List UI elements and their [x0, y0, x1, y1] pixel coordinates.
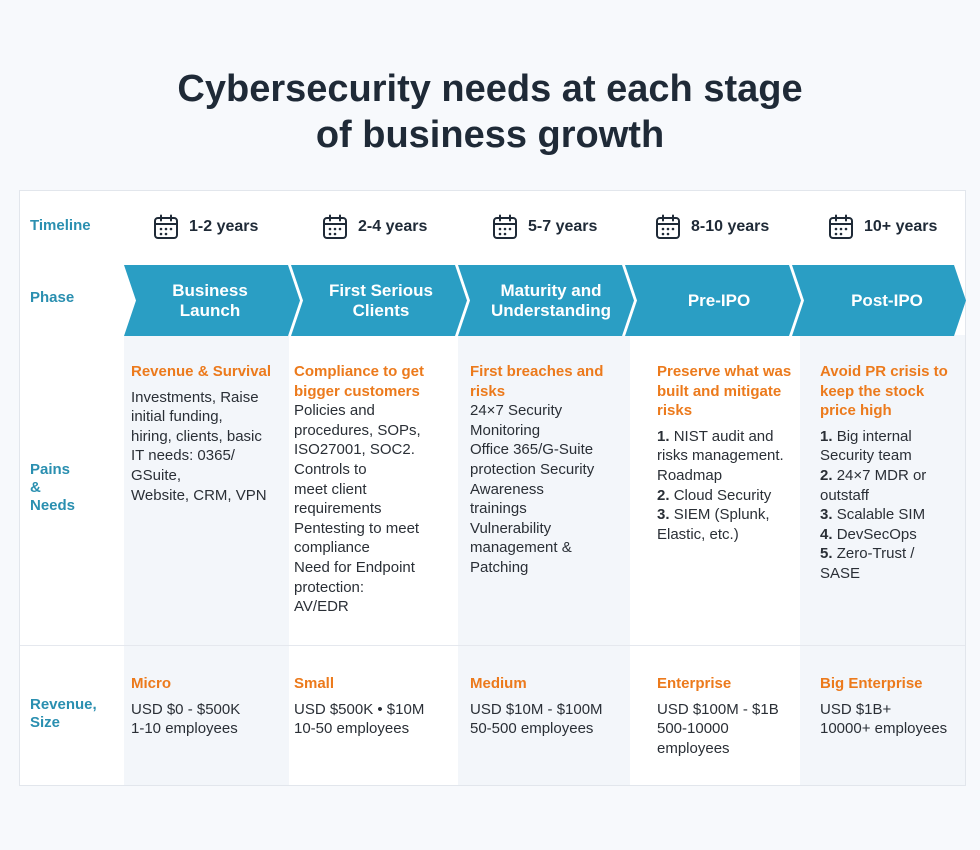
row-divider — [20, 645, 965, 646]
size-label: Small — [294, 675, 335, 692]
calendar-icon — [829, 214, 853, 239]
pains-heading: Revenue & Survival — [131, 363, 272, 380]
employee-count: 10000+ employees — [820, 720, 948, 738]
list-item: 2. 24×7 MDR or — [820, 466, 927, 484]
employee-count: 50-500 employees — [470, 720, 594, 738]
list-item: 3. SIEM (Splunk, — [657, 506, 770, 524]
list-item: 1. Big internal — [820, 427, 912, 445]
phase-chevron-1 — [124, 265, 300, 336]
revenue-range: USD $10M - $100M — [470, 700, 603, 718]
timeline-stage-2: 2-4 years — [322, 212, 427, 242]
calendar-icon — [493, 214, 517, 239]
pains-heading: Compliance to get bigger customers — [294, 363, 425, 400]
revenue-range: USD $500K • $10M — [294, 700, 425, 718]
phase-label-4: Pre-IPO — [687, 290, 751, 310]
row-label-phase: Phase — [30, 289, 75, 306]
pains-heading: First breaches and risks — [470, 363, 604, 400]
revenue-range: USD $1B+ — [820, 700, 892, 718]
size-label: Micro — [131, 675, 172, 692]
phase-chevrons — [124, 265, 966, 336]
row-label-revenue-size: Revenue, Size — [30, 696, 97, 731]
timeline-label: 1-2 years — [189, 218, 259, 235]
column-bg-5 — [800, 335, 965, 785]
timeline-stage-5: 10+ years — [828, 212, 937, 242]
phase-chevron-5 — [792, 265, 966, 336]
timeline-label: 5-7 years — [528, 218, 598, 235]
revenue-cell-3: Medium USD $10M - $100M 50-500 employees — [470, 674, 628, 739]
phase-label-5: Post-IPO — [851, 290, 923, 310]
pains-cell-3: First breaches and risks 24×7 Security M… — [470, 362, 628, 578]
pains-cell-2: Compliance to get bigger customers Polic… — [294, 362, 454, 617]
revenue-cell-5: Big Enterprise USD $1B+ 10000+ employees — [820, 674, 965, 739]
list-item: 5. Zero-Trust / — [820, 545, 915, 563]
phase-chevron-4 — [625, 265, 801, 336]
revenue-cell-4: Enterprise USD $100M - $1B 500-10000 emp… — [657, 674, 800, 758]
revenue-range: USD $100M - $1B — [657, 700, 779, 718]
size-label: Medium — [470, 675, 527, 692]
employee-count: 500-10000 — [657, 720, 729, 738]
calendar-icon — [154, 214, 178, 239]
column-bg-1 — [124, 335, 289, 785]
page-title: Cybersecurity needs at each stage of bus… — [0, 66, 980, 158]
timeline-stage-4: 8-10 years — [655, 212, 769, 242]
revenue-range: USD $0 - $500K — [131, 700, 241, 718]
revenue-cell-1: Micro USD $0 - $500K 1-10 employees — [131, 674, 289, 739]
timeline-stage-1: 1-2 years — [153, 212, 258, 242]
list-item: 1. NIST audit and — [657, 427, 774, 445]
employee-count-cont: employees — [657, 739, 730, 757]
title-line-1: Cybersecurity needs at each stage — [177, 68, 803, 110]
timeline-label: 8-10 years — [691, 218, 770, 235]
timeline-label: 10+ years — [864, 218, 938, 235]
column-bg-3 — [458, 335, 630, 785]
phase-chevron-3 — [458, 265, 634, 336]
size-label: Big Enterprise — [820, 675, 923, 692]
title-line-2: of business growth — [315, 114, 665, 156]
row-label-timeline: Timeline — [30, 217, 91, 234]
pains-heading: Preserve what was built and mitigate ris… — [657, 363, 792, 420]
pains-heading: Avoid PR crisis to keep the stock price … — [820, 363, 948, 420]
pains-cell-5: Avoid PR crisis to keep the stock price … — [820, 362, 960, 584]
list-item: 4. DevSecOps — [820, 525, 917, 543]
timeline-stage-3: 5-7 years — [492, 212, 597, 242]
size-label: Enterprise — [657, 675, 732, 692]
employee-count: 10-50 employees — [294, 720, 410, 738]
revenue-cell-2: Small USD $500K • $10M 10-50 employees — [294, 674, 454, 739]
pains-cell-1: Revenue & Survival Investments, Raise in… — [131, 362, 289, 505]
calendar-icon — [656, 214, 680, 239]
list-item: 3. Scalable SIM — [820, 506, 926, 524]
employee-count: 1-10 employees — [131, 720, 238, 738]
row-label-pains: Pains & Needs — [30, 461, 76, 514]
phase-chevron-2 — [291, 265, 467, 336]
pains-cell-4: Preserve what was built and mitigate ris… — [657, 362, 800, 544]
list-item: 2. Cloud Security — [657, 486, 772, 504]
calendar-icon — [323, 214, 347, 239]
timeline-label: 2-4 years — [358, 218, 428, 235]
